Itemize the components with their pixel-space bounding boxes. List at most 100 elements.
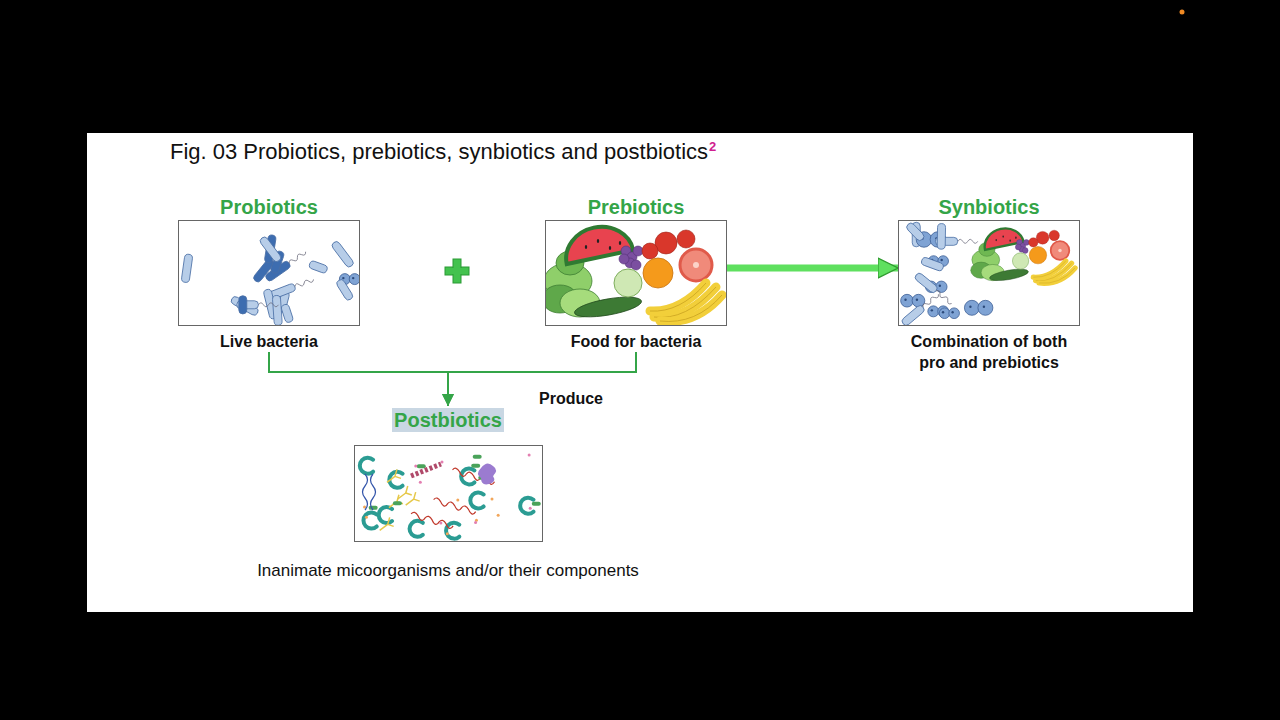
coccus-dot	[352, 277, 354, 279]
bacterium-rod	[230, 295, 260, 316]
melon-seed	[1009, 240, 1010, 242]
node-heading: Probiotics	[178, 194, 360, 220]
metabolite-dot	[439, 522, 442, 525]
node-caption: Food for bacteria	[545, 331, 727, 352]
banana-edge	[650, 283, 706, 311]
grapefruit	[1051, 241, 1070, 260]
illustration	[546, 221, 726, 325]
metabolite-dot	[363, 506, 366, 509]
red-fruit	[1029, 238, 1038, 247]
bacterium-rod	[901, 304, 926, 325]
metabolite-dot	[445, 532, 448, 535]
peptide-branch	[386, 469, 400, 482]
slide-panel	[87, 133, 1193, 612]
concept-panel: PostbioticsInanimate micoorganisms and/o…	[236, 406, 660, 581]
illustration	[355, 446, 542, 541]
node-caption: Inanimate micoorganisms and/or their com…	[236, 560, 660, 581]
metabolite-dot	[414, 464, 417, 467]
grape	[631, 260, 641, 270]
bacterium-rod	[259, 236, 283, 264]
zucchini	[573, 293, 643, 321]
bacterium-coccus	[939, 308, 950, 319]
bacterium-coccus	[901, 294, 914, 307]
melon-seed	[619, 241, 621, 245]
cell-wall-arc	[359, 458, 372, 474]
grapefruit-core	[693, 262, 699, 268]
metabolite-dot	[456, 499, 459, 502]
dna-helix	[362, 474, 375, 510]
illustration-box	[354, 445, 543, 542]
bacterium-rod	[335, 278, 354, 301]
cabbage	[614, 269, 642, 297]
bacterium-rod	[281, 303, 294, 323]
melon-seed	[1002, 235, 1003, 237]
melon-seed	[609, 246, 611, 250]
bacterium-coccus	[928, 306, 939, 317]
cell-wall-arc	[470, 492, 483, 508]
concept-panel: SynbioticsCombination of both pro and pr…	[898, 194, 1080, 373]
metabolite-dot	[418, 481, 421, 484]
watermelon	[981, 225, 1023, 250]
red-fruit	[677, 230, 695, 248]
bacterium-coccus	[978, 300, 993, 315]
illustration	[899, 221, 1079, 325]
bacterium-coccus	[949, 308, 960, 319]
peptide-branch	[388, 495, 402, 508]
orange	[643, 258, 673, 288]
red-fruit	[1049, 230, 1059, 240]
grape	[1022, 248, 1028, 254]
reference-number: 2	[709, 140, 716, 154]
bacterium-rod	[272, 295, 282, 325]
coccus-dot	[939, 285, 941, 287]
peptide-branch	[379, 517, 393, 530]
coccus-dot	[904, 298, 906, 300]
metabolite-dot	[364, 516, 367, 519]
peptide-branch	[405, 492, 419, 505]
coccus-dot	[969, 306, 971, 308]
illustration-group	[546, 221, 722, 321]
coccus-dot	[931, 309, 933, 311]
melon-seed	[597, 239, 599, 243]
chain-link	[411, 464, 441, 476]
coccus-dot	[342, 277, 344, 279]
banana	[650, 283, 706, 311]
fragment-rod	[471, 464, 480, 468]
melon-seed	[996, 239, 997, 241]
bacterium-coccus	[349, 274, 359, 285]
node-heading: Postbiotics	[392, 408, 504, 432]
grapefruit-core	[1058, 249, 1061, 252]
grape	[619, 254, 629, 264]
banana	[1033, 261, 1065, 277]
illustration-box	[545, 220, 727, 326]
block-arrow	[727, 265, 898, 272]
melon-seed	[1015, 237, 1016, 239]
bacterium-rod	[308, 260, 328, 274]
concept-panel: ProbioticsLive bacteria	[178, 194, 360, 352]
status-dot	[1180, 10, 1185, 15]
cell-wall-arc	[378, 507, 391, 523]
metabolite-dot	[528, 507, 531, 510]
node-heading: Prebiotics	[545, 194, 727, 220]
illustration-group	[181, 234, 359, 325]
red-fruit	[1036, 231, 1049, 244]
flagellum	[935, 289, 953, 305]
node-caption: Live bacteria	[178, 331, 360, 352]
fragment-rod	[368, 506, 377, 510]
fragment-rod	[416, 464, 425, 468]
bacterium-rod	[331, 240, 355, 268]
fragment-rod	[531, 502, 540, 506]
concept-panel: PrebioticsFood for bacteria	[545, 194, 727, 352]
coccus-dot	[942, 311, 944, 313]
protein-blob	[478, 463, 496, 484]
fragment-rod	[472, 455, 481, 459]
cell-wall-arc	[363, 512, 376, 528]
bacterium-rod	[181, 254, 193, 283]
fragment-rod	[392, 501, 401, 505]
edge-label: Produce	[539, 389, 603, 409]
flagellum	[258, 303, 278, 307]
bracket-connector	[269, 352, 448, 406]
bacterium-rod	[914, 272, 939, 294]
nucleic-strand	[433, 498, 475, 514]
